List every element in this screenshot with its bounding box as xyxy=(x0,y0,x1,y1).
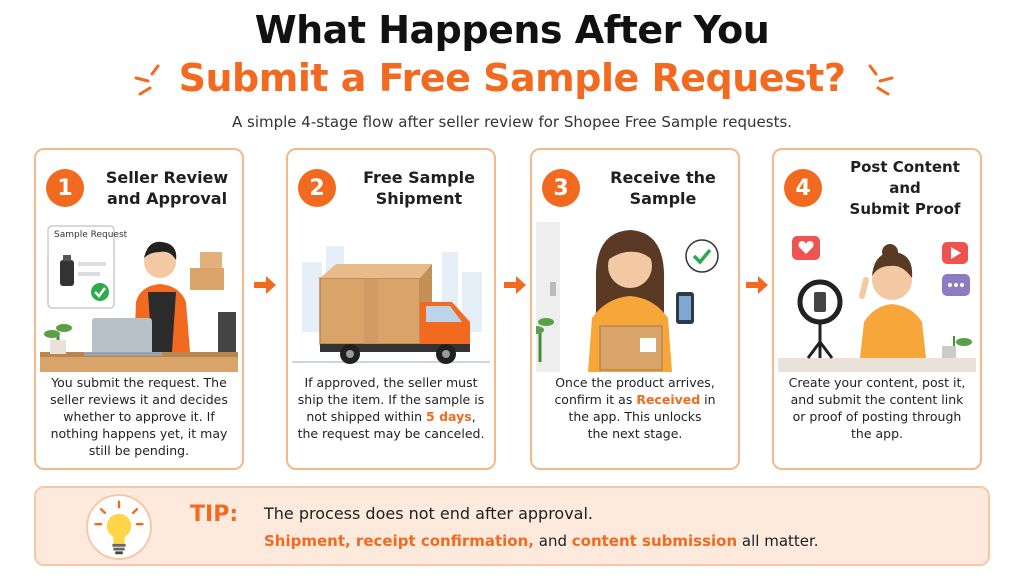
stage-title-line: Receive the xyxy=(610,168,716,187)
arrow-right-icon xyxy=(504,276,526,294)
desc-text: in xyxy=(700,392,716,407)
tip-text: and xyxy=(533,532,572,550)
sparkle-burst-icon xyxy=(134,64,160,96)
post-content-illustration xyxy=(778,236,976,372)
check-icon xyxy=(692,248,712,265)
desc-text: not shipped within xyxy=(306,409,427,424)
stage-card-4: 4 Post Content and Submit Proof xyxy=(772,148,982,470)
desc-line: the request may be canceled. xyxy=(297,426,485,441)
tip-text: The process does not end after approval. xyxy=(264,504,594,523)
page-title-line1: What Happens After You xyxy=(254,8,770,52)
stage-title: Post Content and Submit Proof xyxy=(836,157,974,220)
desc-line: not shipped within 5 days, xyxy=(296,408,486,425)
desc-line: ship the item. If the sample is xyxy=(297,392,485,407)
stage-title: Free Sample Shipment xyxy=(350,167,488,209)
arrow-right-icon xyxy=(254,276,276,294)
desc-line: If approved, the seller must xyxy=(304,375,478,390)
desc-line: and submit the content link xyxy=(790,392,964,407)
tip-text-line2: Shipment, receipt confirmation, and cont… xyxy=(264,532,819,550)
stage-card-1: 1 Seller Review and Approval Sam xyxy=(34,148,244,470)
laptop-icon xyxy=(92,318,152,354)
check-icon xyxy=(91,283,109,301)
stage-number-badge: 4 xyxy=(784,169,822,207)
stage-title-line: Submit Proof xyxy=(849,199,961,218)
stage-description: Once the product arrives, confirm it as … xyxy=(540,374,730,442)
desc-line: confirm it as Received in xyxy=(540,391,730,408)
illustration-label: Sample Request xyxy=(54,230,128,240)
stage-title-line: Sample xyxy=(629,189,697,208)
page-title-line2: Submit a Free Sample Request? xyxy=(178,56,846,100)
desc-text: , xyxy=(471,409,476,424)
stage-title-line: Free Sample xyxy=(363,168,475,187)
highlight-text: 5 days xyxy=(426,409,472,424)
desc-line: seller reviews it and decides xyxy=(50,392,228,407)
desc-text: confirm it as xyxy=(554,392,637,407)
desc-line: nothing happens yet, it may xyxy=(50,426,228,441)
desc-line: or proof of posting through xyxy=(792,409,962,424)
stage-title-line: Seller Review xyxy=(105,168,229,187)
stage-title-line: Shipment xyxy=(375,189,463,208)
truck-illustration xyxy=(292,246,490,364)
stage-header: 2 Free Sample Shipment xyxy=(298,158,488,218)
stage-description: If approved, the seller must ship the it… xyxy=(296,374,486,442)
desc-line: Once the product arrives, xyxy=(555,375,715,390)
tip-label: TIP: xyxy=(190,502,239,527)
desc-line: the app. This unlocks xyxy=(568,409,702,424)
stage-header: 3 Receive the Sample xyxy=(542,158,732,218)
stage-title: Receive the Sample xyxy=(594,167,732,209)
stage-description: Create your content, post it, and submit… xyxy=(782,374,972,442)
desc-line: whether to approve it. If xyxy=(63,409,215,424)
stage-number-badge: 3 xyxy=(542,169,580,207)
highlight-text: content submission xyxy=(571,532,738,550)
desc-line: the next stage. xyxy=(587,426,683,441)
seller-review-illustration xyxy=(40,225,238,372)
arrow-right-icon xyxy=(746,276,768,294)
sparkle-burst-icon xyxy=(868,64,894,96)
stage-card-3: 3 Receive the Sample Once the product ar… xyxy=(530,148,740,470)
stage-title: Seller Review and Approval xyxy=(98,167,236,209)
desc-line: Create your content, post it, xyxy=(788,375,966,390)
stage-number-badge: 2 xyxy=(298,169,336,207)
stage-header: 4 Post Content and Submit Proof xyxy=(784,158,974,218)
desc-line: You submit the request. The xyxy=(51,375,227,390)
stage-header: 1 Seller Review and Approval xyxy=(46,158,236,218)
stage-number-badge: 1 xyxy=(46,169,84,207)
tip-box: TIP: The process does not end after appr… xyxy=(34,486,990,566)
lightbulb-icon xyxy=(86,494,152,560)
highlight-text: Received xyxy=(636,392,701,407)
highlight-text: Shipment, receipt confirmation, xyxy=(264,532,534,550)
stage-card-2: 2 Free Sample Shipment If approved, the … xyxy=(286,148,496,470)
stage-title-line: Post Content and xyxy=(850,157,960,197)
tip-text: all matter. xyxy=(737,532,819,550)
desc-line: the app. xyxy=(851,426,903,441)
stage-title-line: and Approval xyxy=(106,189,228,208)
desc-line: still be pending. xyxy=(88,443,190,458)
receive-sample-illustration xyxy=(536,222,719,372)
stage-description: You submit the request. The seller revie… xyxy=(44,374,234,459)
page-subtitle: A simple 4-stage flow after seller revie… xyxy=(231,113,793,131)
